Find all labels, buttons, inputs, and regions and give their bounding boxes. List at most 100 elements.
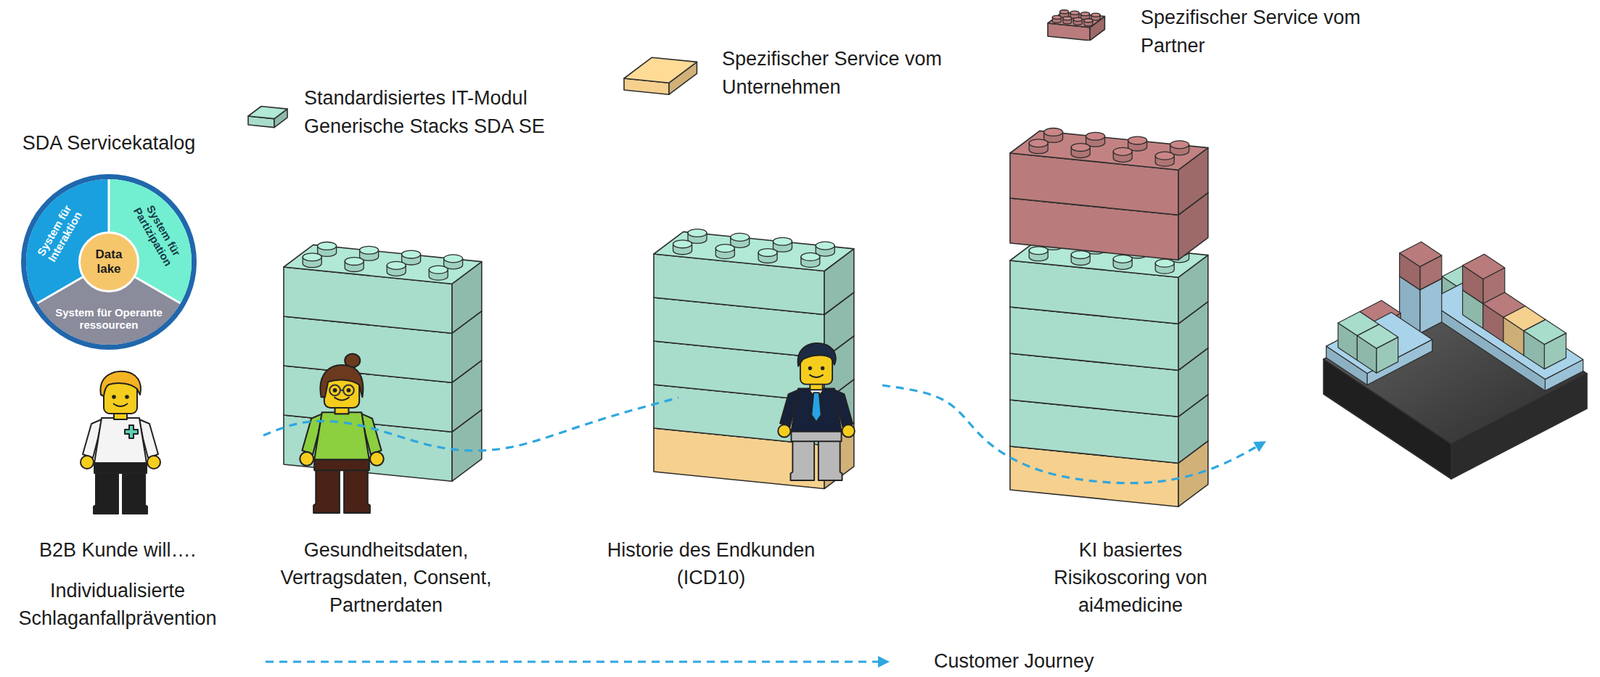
brick-stud-top	[1081, 12, 1090, 16]
legend-text-box: Customer Journey	[933, 647, 1152, 676]
brick-stud-top	[815, 241, 835, 250]
block-top	[1356, 324, 1398, 349]
catalog-heading: SDA Servicekatalog	[7, 130, 211, 157]
journey-path	[263, 397, 679, 451]
brick-stud-top	[344, 257, 364, 266]
data-lake-fill	[79, 232, 139, 292]
data-lake-circle: Data lake	[78, 231, 140, 293]
label-box: KI basiertes Risikoscoring von ai4medici…	[1039, 536, 1222, 619]
minifig-hand	[370, 452, 384, 466]
brick-stud-top	[302, 253, 322, 262]
minifig-smile	[334, 396, 350, 400]
brick-stud-top	[1044, 127, 1064, 136]
label-box: Historie des Endkunden (ICD10)	[595, 536, 828, 593]
catalog-rim-inner	[26, 179, 192, 345]
step-label: KI basiertes Risikoscoring von ai4medici…	[1039, 536, 1222, 619]
minifig-eye	[820, 366, 825, 371]
catalog-circle: SDA ServicekatalogSystem für Interaktion…	[7, 130, 211, 356]
segment-fill	[37, 277, 180, 345]
legend-swatch	[621, 44, 701, 100]
minifig-leg	[818, 438, 843, 481]
brick-stud-top	[715, 244, 735, 253]
brick-stud-top	[428, 265, 448, 274]
legend-text: Customer Journey	[933, 647, 1152, 676]
block-top	[1462, 253, 1505, 279]
minifig-leg	[343, 467, 371, 514]
brick-stacks	[283, 127, 1209, 507]
segment-fill	[110, 179, 192, 303]
legend-text: Standardisiertes IT-Modul Generische Sta…	[304, 84, 566, 141]
journey-sample	[265, 660, 884, 663]
minifig-hair	[100, 371, 141, 397]
legend-swatch	[246, 97, 291, 130]
brick-stud-top	[1073, 17, 1082, 22]
minifig-torso	[314, 412, 370, 460]
brick-stud-top	[386, 261, 406, 270]
brick-stud-top	[730, 232, 750, 241]
legend-text-box: Spezifischer Service vom Partner	[1140, 3, 1395, 61]
minifig-hand	[299, 452, 314, 466]
brick-stud-top	[1128, 136, 1148, 145]
brick-stud-top	[1113, 254, 1132, 263]
minifig-eye	[124, 394, 130, 400]
goal-label: Individualisierte Schlaganfallprävention	[1, 577, 234, 633]
brick-top	[283, 244, 482, 284]
minifig-hand	[842, 424, 855, 437]
business-tie	[811, 392, 821, 422]
legend-text: Spezifischer Service vom Partner	[1140, 3, 1395, 61]
brick-stud-top	[1028, 246, 1048, 255]
block-top	[1427, 281, 1583, 380]
minifig-leg	[122, 470, 148, 514]
brick-stud-top	[1028, 139, 1048, 148]
legend-swatch	[1045, 1, 1116, 41]
brick-stud-top	[317, 241, 337, 250]
brick-stud-top	[359, 245, 379, 254]
woman-figure	[299, 353, 384, 513]
brick-stud-top	[1086, 132, 1106, 141]
brick-stud-top	[401, 250, 421, 259]
brick-stud-top	[1170, 140, 1190, 149]
doctor-cross	[124, 425, 138, 439]
minifig-glasses	[329, 385, 341, 397]
finished-solution	[1323, 241, 1587, 479]
customer-label: B2B Kunde will….	[1, 536, 234, 565]
business-figure	[777, 343, 855, 481]
doctor-figure	[80, 371, 161, 514]
brick-stud-top	[673, 240, 693, 249]
minifig-torso	[94, 417, 147, 463]
minifig-leg	[790, 438, 815, 481]
brick-stud-top	[1063, 16, 1072, 21]
brick-stud-top	[1060, 10, 1069, 14]
minifig-eye	[346, 388, 352, 393]
brick-top	[248, 106, 288, 120]
brick-stud-top	[1155, 259, 1175, 268]
brick-stud-top	[1071, 143, 1090, 152]
minifig-eye	[111, 394, 117, 400]
legend-line-sample	[262, 653, 896, 671]
brick-stud-top	[1091, 13, 1101, 17]
block-face	[1427, 301, 1545, 392]
brick-stud-top	[1052, 15, 1061, 19]
legend-text-box: Spezifischer Service vom Unternehmen	[721, 44, 976, 102]
step-label: Historie des Endkunden (ICD10)	[595, 536, 828, 593]
brick-stud-top	[801, 252, 820, 261]
brick-top	[653, 231, 855, 271]
brick-top	[624, 57, 697, 83]
brick-stud-top	[1070, 10, 1080, 15]
label-box: Gesundheitsdaten, Vertragsdaten, Consent…	[261, 536, 512, 619]
minifig-hand	[147, 455, 161, 469]
block-top	[1523, 319, 1566, 344]
minifig-hair	[798, 343, 836, 367]
minifig-eye	[333, 388, 338, 393]
minifig-torso	[790, 388, 841, 432]
minifig-leg	[93, 470, 119, 514]
brick-stud-top	[687, 229, 707, 238]
legend-text-box: Standardisiertes IT-Modul Generische Sta…	[304, 84, 566, 141]
step-label: Gesundheitsdaten, Vertragsdaten, Consent…	[261, 536, 512, 619]
journey-path	[882, 385, 1262, 484]
brick-stud-top	[1084, 18, 1093, 23]
data-lake-label: Data lake	[87, 247, 131, 276]
